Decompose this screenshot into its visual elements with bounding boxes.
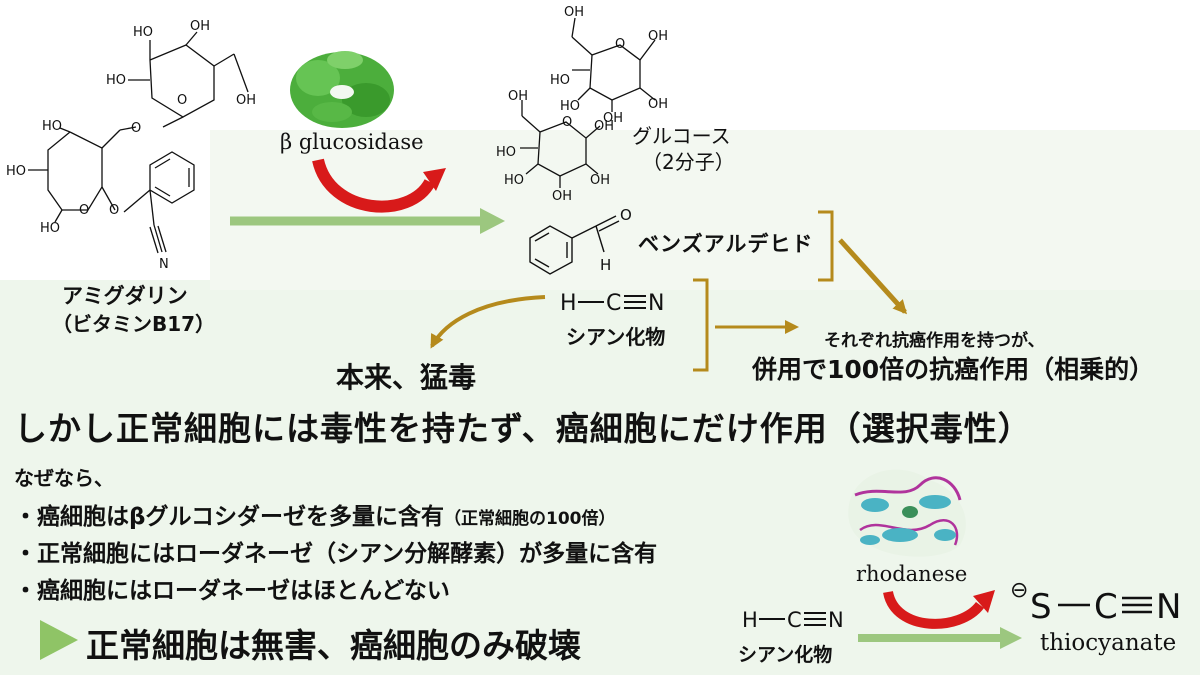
glucose-structure-2 [520,100,601,188]
svg-text:HO: HO [42,119,62,134]
amygdalin-subname: （ビタミンB17） [52,312,216,336]
headline: しかし正常細胞には毒性を持たず、癌細胞にだけ作用（選択毒性） [14,409,1032,448]
glucose-atom-labels-2: OH O OH HO OH HO OH [496,89,614,204]
glucose-atom-labels-1: OH O OH HO OH HO OH [550,5,668,126]
rhodanese-label: rhodanese [856,562,968,586]
benzaldehyde-structure [529,215,620,275]
svg-text:OH: OH [603,111,623,126]
rhodanese-protein-image [848,469,966,557]
svg-text:⊖: ⊖ [1010,578,1028,603]
svg-text:OH: OH [508,89,528,104]
svg-text:HO: HO [496,145,516,160]
svg-text:O: O [620,206,632,224]
svg-text:OH: OH [236,93,256,108]
svg-text:OH: OH [648,97,668,112]
benzaldehyde-name: ベンズアルデヒド [638,232,814,256]
bracket-benzaldehyde [818,210,834,282]
bracket-cyanide-top [693,278,709,372]
svg-text:H: H [600,256,611,274]
red-curved-arrow-2 [883,590,995,629]
cyanide-top-formula: H C N [560,291,664,316]
svg-text:N: N [159,257,169,272]
svg-text:H: H [560,291,577,316]
svg-text:HO: HO [106,73,126,88]
svg-text:N: N [648,291,664,316]
svg-text:OH: OH [590,173,610,188]
svg-text:HO: HO [560,99,580,114]
beta-glucosidase-label: β glucosidase [280,130,424,154]
synergy-line1: それぞれ抗癌作用を持つが、 [824,331,1045,351]
bullet-item-2: ・正常細胞にはローダネーゼ（シアン分解酵素）が多量に含有 [14,534,657,568]
svg-text:O: O [177,93,187,108]
svg-text:HO: HO [504,173,524,188]
bullet-item-3: ・癌細胞にはローダネーゼはほとんどない [14,571,450,605]
svg-text:C: C [606,291,621,316]
svg-text:C: C [1094,587,1118,627]
svg-text:C: C [787,608,802,632]
cyanide-bottom-formula: H C N [742,608,844,632]
conclusion-triangle-icon [40,620,78,660]
glucose-count: （2分子） [642,150,735,174]
reason-intro: なぜなら、 [14,466,114,490]
red-curved-arrow-1 [312,158,446,213]
thiocyanate-formula: ⊖ S C N [1010,578,1181,627]
svg-text:HO: HO [40,221,60,236]
svg-text:N: N [828,608,844,632]
svg-text:N: N [1156,587,1181,627]
svg-text:HO: HO [133,25,153,40]
svg-text:O: O [131,121,141,136]
amygdalin-structure [28,31,249,254]
cyanide-bottom-name: シアン化物 [738,644,833,666]
svg-text:HO: HO [550,73,570,88]
beta-glucosidase-protein-image [290,51,394,128]
green-arrow-1 [230,208,505,234]
bullet-item-3-main: ・癌細胞にはローダネーゼはほとんどない [14,578,450,604]
thiocyanate-label: thiocyanate [1040,630,1177,656]
svg-text:OH: OH [552,189,572,204]
svg-text:OH: OH [564,5,584,20]
svg-text:S: S [1030,587,1052,627]
svg-text:HO: HO [6,164,26,179]
amygdalin-name: アミグダリン [62,284,188,308]
synergy-line2: 併用で100倍の抗癌作用（相乗的） [752,355,1155,384]
toxic-note: 本来、猛毒 [336,361,477,394]
svg-text:OH: OH [190,19,210,34]
benzaldehyde-atom-labels: O H [600,206,632,274]
svg-text:O: O [562,115,572,130]
svg-text:OH: OH [648,29,668,44]
green-arrow-2 [858,627,1022,649]
gold-arrow-to-synergy [838,238,908,315]
bullet-item-2-main: ・正常細胞にはローダネーゼ（シアン分解酵素）が多量に含有 [14,541,658,567]
lower-background [0,280,1200,675]
conclusion: 正常細胞は無害、癌細胞のみ破壊 [86,626,581,665]
glucose-name: グルコース [632,124,731,148]
bullet-item-1-main: ・癌細胞はβグルコシダーゼを多量に含有 [14,504,445,530]
bullet-item-1-note: （正常細胞の100倍） [444,509,616,529]
bullet-item-1: ・癌細胞はβグルコシダーゼを多量に含有（正常細胞の100倍） [14,497,616,531]
gold-curved-arrow-toxic [430,295,546,349]
svg-text:OH: OH [594,119,614,134]
svg-text:O: O [79,203,89,218]
cyanide-top-name: シアン化物 [566,325,666,349]
svg-text:O: O [615,37,625,52]
svg-text:O: O [109,203,119,218]
svg-text:H: H [742,608,758,632]
glucose-structure-1 [571,17,656,112]
amygdalin-atom-labels: HO OH HO O OH O HO HO HO O O N [6,19,256,272]
